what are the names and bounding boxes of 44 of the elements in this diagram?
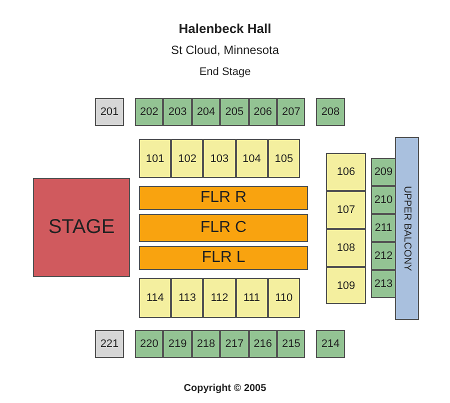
seating-section: 102 (171, 139, 204, 178)
seating-section: 109 (326, 267, 366, 304)
seating-section: 210 (371, 186, 396, 214)
seating-section: 108 (326, 229, 366, 267)
seating-section: 207 (277, 98, 306, 126)
seating-section: 106 (326, 153, 366, 191)
seating-section: 204 (192, 98, 220, 126)
seating-section: STAGE (33, 178, 130, 277)
seating-section: 104 (236, 139, 268, 178)
seating-section: 214 (316, 330, 345, 358)
venue-title: Halenbeck Hall (178, 21, 272, 36)
seating-section: 212 (371, 242, 396, 270)
seating-section: 112 (203, 278, 236, 318)
seating-section: 217 (220, 330, 249, 358)
stage-type: End Stage (199, 66, 251, 78)
copyright-notice: Copyright © 2005 (184, 383, 266, 394)
seating-section: FLR C (139, 214, 308, 242)
seating-section: 213 (371, 270, 396, 298)
seating-section: 110 (268, 278, 300, 318)
seating-section: 105 (268, 139, 300, 178)
seating-section: 107 (326, 191, 366, 229)
seating-section: 202 (135, 98, 164, 126)
seating-section: 201 (95, 98, 124, 126)
seating-section: 219 (163, 330, 192, 358)
seating-section: 208 (316, 98, 345, 126)
seating-section: 215 (277, 330, 306, 358)
seating-section: FLR L (139, 246, 308, 270)
seating-section: 101 (139, 139, 172, 178)
seating-section: 221 (95, 330, 124, 358)
seating-section: 111 (236, 278, 268, 318)
venue-location: St Cloud, Minnesota (170, 43, 280, 57)
seating-section: 103 (203, 139, 236, 178)
seating-section: 209 (371, 158, 396, 186)
seating-section: 220 (135, 330, 164, 358)
seating-section: 113 (171, 278, 204, 318)
seating-section: 211 (371, 214, 396, 242)
seating-section: 203 (163, 98, 192, 126)
seating-section: 216 (248, 330, 277, 358)
seating-section: 205 (220, 98, 249, 126)
seating-section: 114 (139, 278, 172, 318)
seating-section: 206 (248, 98, 277, 126)
seating-section: 218 (192, 330, 220, 358)
seating-section: UPPER BALCONY (395, 137, 419, 320)
seating-section: FLR R (139, 186, 308, 210)
